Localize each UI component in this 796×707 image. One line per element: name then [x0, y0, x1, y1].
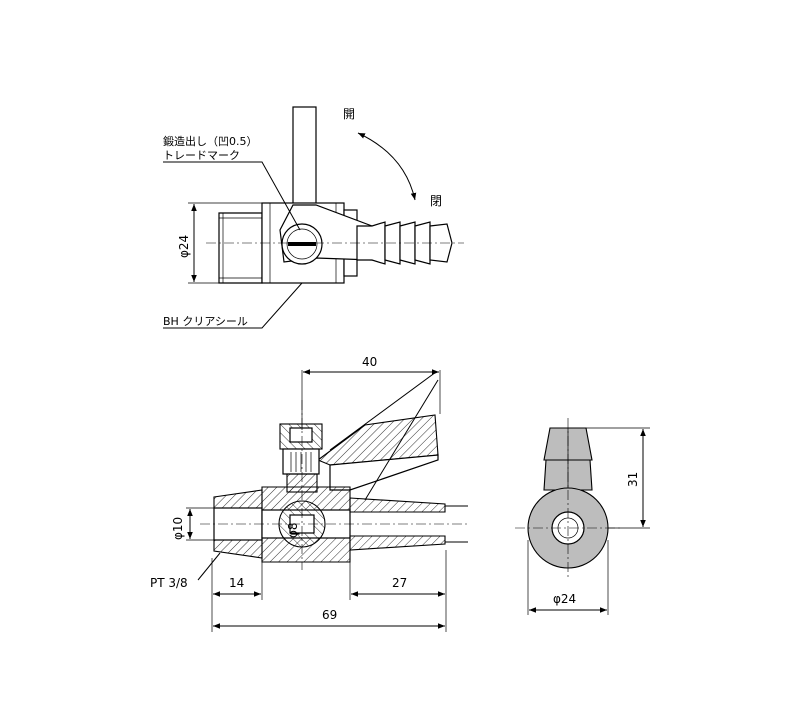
note-forging-2: トレードマーク	[163, 149, 240, 162]
top-view: 開 閉 鍛造出し（凹0.5） トレードマーク φ24 BH クリアシール	[163, 106, 464, 329]
dim-14: 14	[229, 576, 244, 590]
dim-27: 27	[392, 576, 407, 590]
leader-clear-seal	[163, 282, 303, 329]
dim-31: 31	[626, 472, 640, 487]
note-forging-1: 鍛造出し（凹0.5）	[163, 134, 258, 148]
handle-lever	[292, 106, 317, 208]
leader-forging	[163, 161, 301, 231]
dim-phi8: φ8	[286, 522, 300, 538]
section-view: 40 φ10 φ8 14 27 69 PT 3/8	[150, 355, 470, 632]
label-open: 開	[343, 107, 355, 121]
dim-top-diameter: φ24	[177, 235, 191, 258]
section-handle	[316, 414, 439, 466]
end-view: 31 φ24	[515, 418, 650, 615]
dim-69: 69	[322, 608, 337, 622]
label-close: 閉	[430, 194, 442, 208]
note-clear-seal: BH クリアシール	[163, 315, 248, 328]
dim-40: 40	[362, 355, 377, 369]
dim-end-diameter: φ24	[553, 592, 576, 606]
dim-phi10: φ10	[171, 517, 185, 540]
rotation-arrow	[357, 132, 417, 201]
thread-end	[218, 212, 263, 284]
stem-slot	[288, 242, 316, 246]
thread-label: PT 3/8	[150, 576, 188, 590]
